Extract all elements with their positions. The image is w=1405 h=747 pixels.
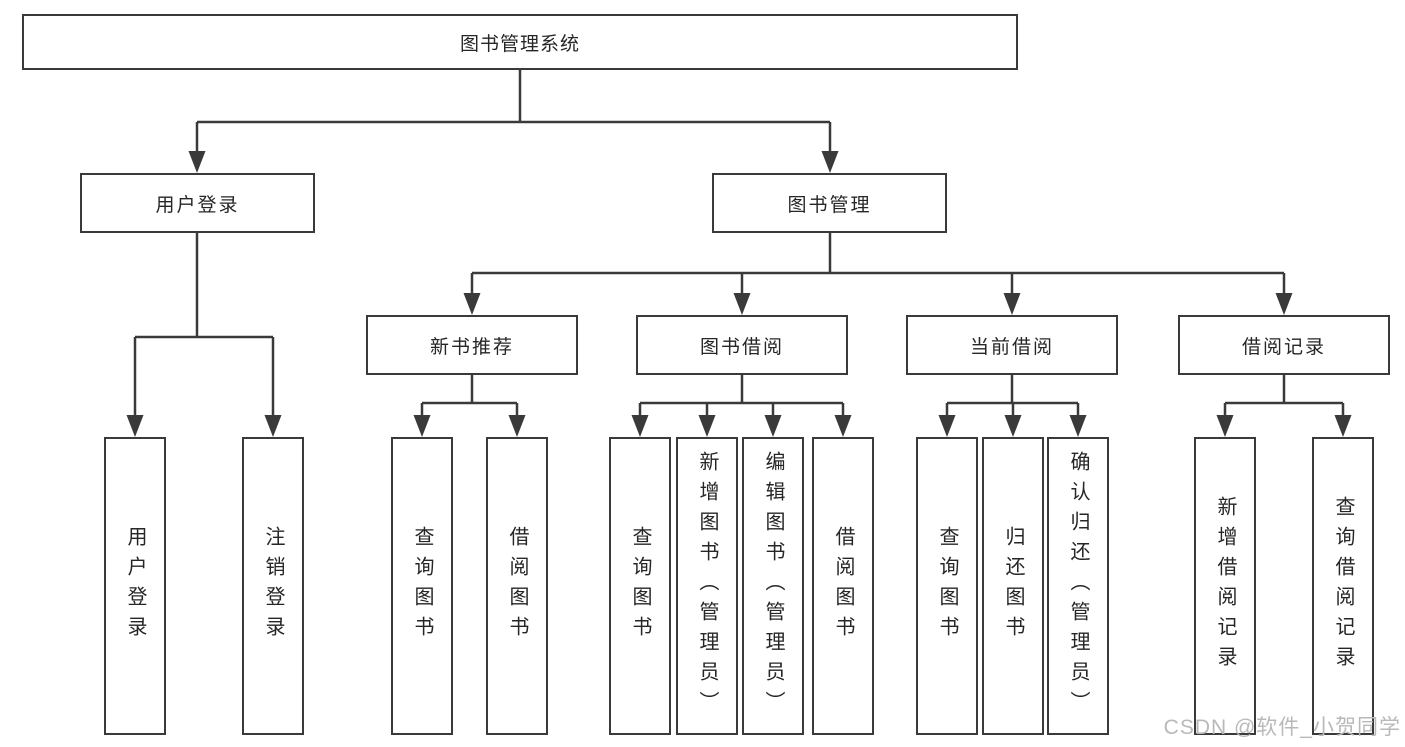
connector-borrow-to-leaves <box>638 375 845 420</box>
leaf-query-books-recommend-label: 查询图书 <box>411 526 433 646</box>
leaf-add-borrow-record-label: 新增借阅记录 <box>1214 496 1236 676</box>
leaf-edit-books-admin: 编辑图书（管理员） <box>742 437 804 735</box>
leaf-query-books-recommend: 查询图书 <box>391 437 453 735</box>
leaf-borrow-books-recommend-label: 借阅图书 <box>506 526 528 646</box>
node-new-book-recommend: 新书推荐 <box>366 315 578 375</box>
leaf-confirm-return-admin: 确认归还（管理员） <box>1047 437 1109 735</box>
arrowhead <box>631 415 649 437</box>
leaf-borrow-books: 借阅图书 <box>812 437 874 735</box>
arrowhead <box>834 415 852 437</box>
leaf-logout-label: 注销登录 <box>262 526 284 646</box>
leaf-query-books-borrow: 查询图书 <box>609 437 671 735</box>
leaf-query-books-current-label: 查询图书 <box>936 526 958 646</box>
leaf-query-borrow-record-label: 查询借阅记录 <box>1332 496 1354 676</box>
node-root-system: 图书管理系统 <box>22 14 1018 70</box>
node-book-borrowing-label: 图书借阅 <box>699 336 784 358</box>
node-book-borrowing: 图书借阅 <box>636 315 848 375</box>
arrowhead <box>698 415 716 437</box>
arrowhead <box>821 151 839 173</box>
arrowhead <box>1275 293 1293 315</box>
csdn-watermark: CSDN @软件_小贺同学 <box>1163 716 1401 739</box>
arrowhead <box>126 415 144 437</box>
leaf-logout: 注销登录 <box>242 437 304 735</box>
leaf-confirm-return-admin-label: 确认归还（管理员） <box>1067 451 1089 721</box>
leaf-add-borrow-record: 新增借阅记录 <box>1194 437 1256 735</box>
node-book-management-label: 图书管理 <box>787 194 872 216</box>
arrowhead <box>463 293 481 315</box>
arrowhead <box>188 151 206 173</box>
arrowhead <box>733 293 751 315</box>
leaf-return-books: 归还图书 <box>982 437 1044 735</box>
leaf-user-login: 用户登录 <box>104 437 166 735</box>
connector-userlogin-to-leaves <box>133 233 275 420</box>
node-user-login-label: 用户登录 <box>155 194 240 216</box>
leaf-query-borrow-record: 查询借阅记录 <box>1312 437 1374 735</box>
arrowhead <box>1334 415 1352 437</box>
node-root-label: 图书管理系统 <box>459 33 580 55</box>
node-book-management: 图书管理 <box>712 173 947 233</box>
connector-newbook-to-leaves <box>420 375 519 420</box>
connector-current-to-leaves <box>945 375 1080 420</box>
node-user-login: 用户登录 <box>80 173 315 233</box>
arrowhead <box>264 415 282 437</box>
leaf-edit-books-admin-label: 编辑图书（管理员） <box>762 451 784 721</box>
arrowheads <box>126 151 1352 437</box>
arrowhead <box>1003 293 1021 315</box>
leaf-borrow-books-recommend: 借阅图书 <box>486 437 548 735</box>
node-current-borrowing-label: 当前借阅 <box>969 336 1054 358</box>
arrowhead <box>764 415 782 437</box>
leaf-return-books-label: 归还图书 <box>1002 526 1024 646</box>
arrowhead <box>938 415 956 437</box>
node-borrowing-records-label: 借阅记录 <box>1241 336 1326 358</box>
arrowhead <box>413 415 431 437</box>
node-current-borrowing: 当前借阅 <box>906 315 1118 375</box>
leaf-add-books-admin-label: 新增图书（管理员） <box>696 451 718 721</box>
node-new-book-recommend-label: 新书推荐 <box>429 336 514 358</box>
arrowhead <box>1216 415 1234 437</box>
leaf-query-books-current: 查询图书 <box>916 437 978 735</box>
leaf-borrow-books-label: 借阅图书 <box>832 526 854 646</box>
node-borrowing-records: 借阅记录 <box>1178 315 1390 375</box>
connector-record-to-leaves <box>1223 375 1345 420</box>
arrowhead <box>508 415 526 437</box>
leaf-query-books-borrow-label: 查询图书 <box>629 526 651 646</box>
arrowhead <box>1069 415 1087 437</box>
connector-bookmgmt-to-level3 <box>470 233 1286 298</box>
connector-root-to-level2 <box>195 70 832 156</box>
leaf-add-books-admin: 新增图书（管理员） <box>676 437 738 735</box>
leaf-user-login-label: 用户登录 <box>124 526 146 646</box>
arrowhead <box>1004 415 1022 437</box>
